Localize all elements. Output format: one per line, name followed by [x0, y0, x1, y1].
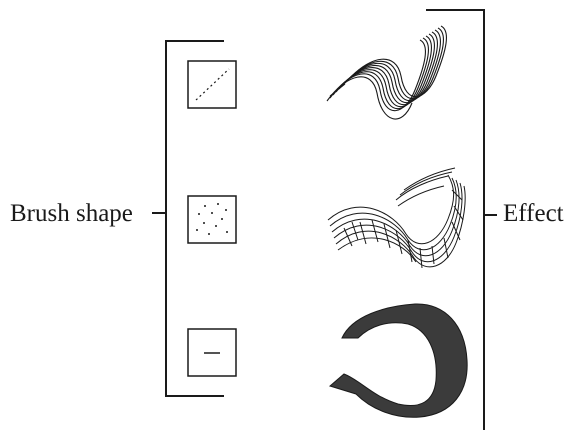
effect-solid-stroke [330, 304, 467, 417]
brush-shape-label: Brush shape [10, 201, 133, 226]
effect-hatched-swoop [328, 168, 465, 268]
brush-dash-swatch [188, 329, 236, 376]
effect-label: Effect [503, 201, 564, 226]
brush-dots-swatch [188, 196, 236, 243]
brush-diagonal-swatch [188, 61, 236, 108]
effect-multiline-wave [327, 26, 446, 119]
